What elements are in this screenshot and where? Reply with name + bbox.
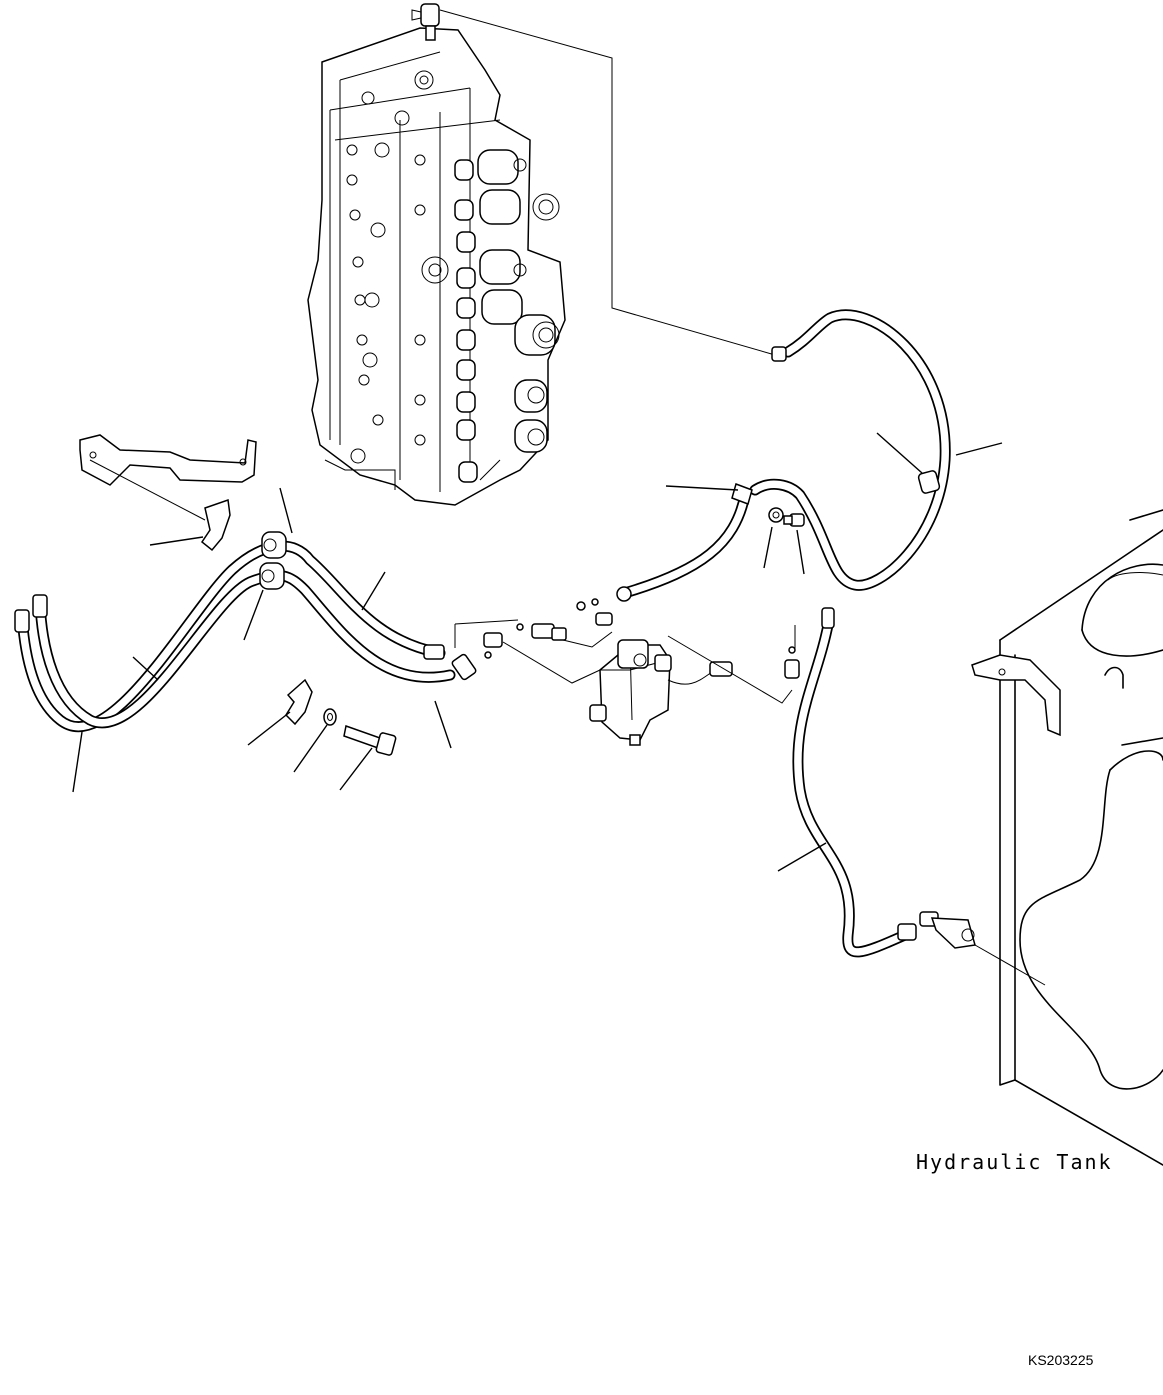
connection-line-tank [974,944,1046,986]
pilot-hose-upper [749,309,951,591]
hose-to-tank [792,607,976,958]
connection-lines-center [454,619,796,704]
hoses-left-pair [14,531,477,733]
clamp-upper [616,483,805,602]
bracket-top-left [79,434,257,521]
solenoid-valve-block [483,598,733,746]
control-valve [307,27,566,506]
washer-and-bolt [323,708,397,756]
clamp-halves [200,498,313,726]
hydraulic-tank [971,509,1163,1166]
hydraulic-tank-label: Hydraulic Tank [916,1150,1113,1174]
fittings-right [784,646,800,679]
connection-line-top [439,9,776,356]
drawing-number: KS203225 [1028,1352,1094,1368]
pilot-fitting-top [411,3,440,41]
callout-leaders [72,432,1003,872]
